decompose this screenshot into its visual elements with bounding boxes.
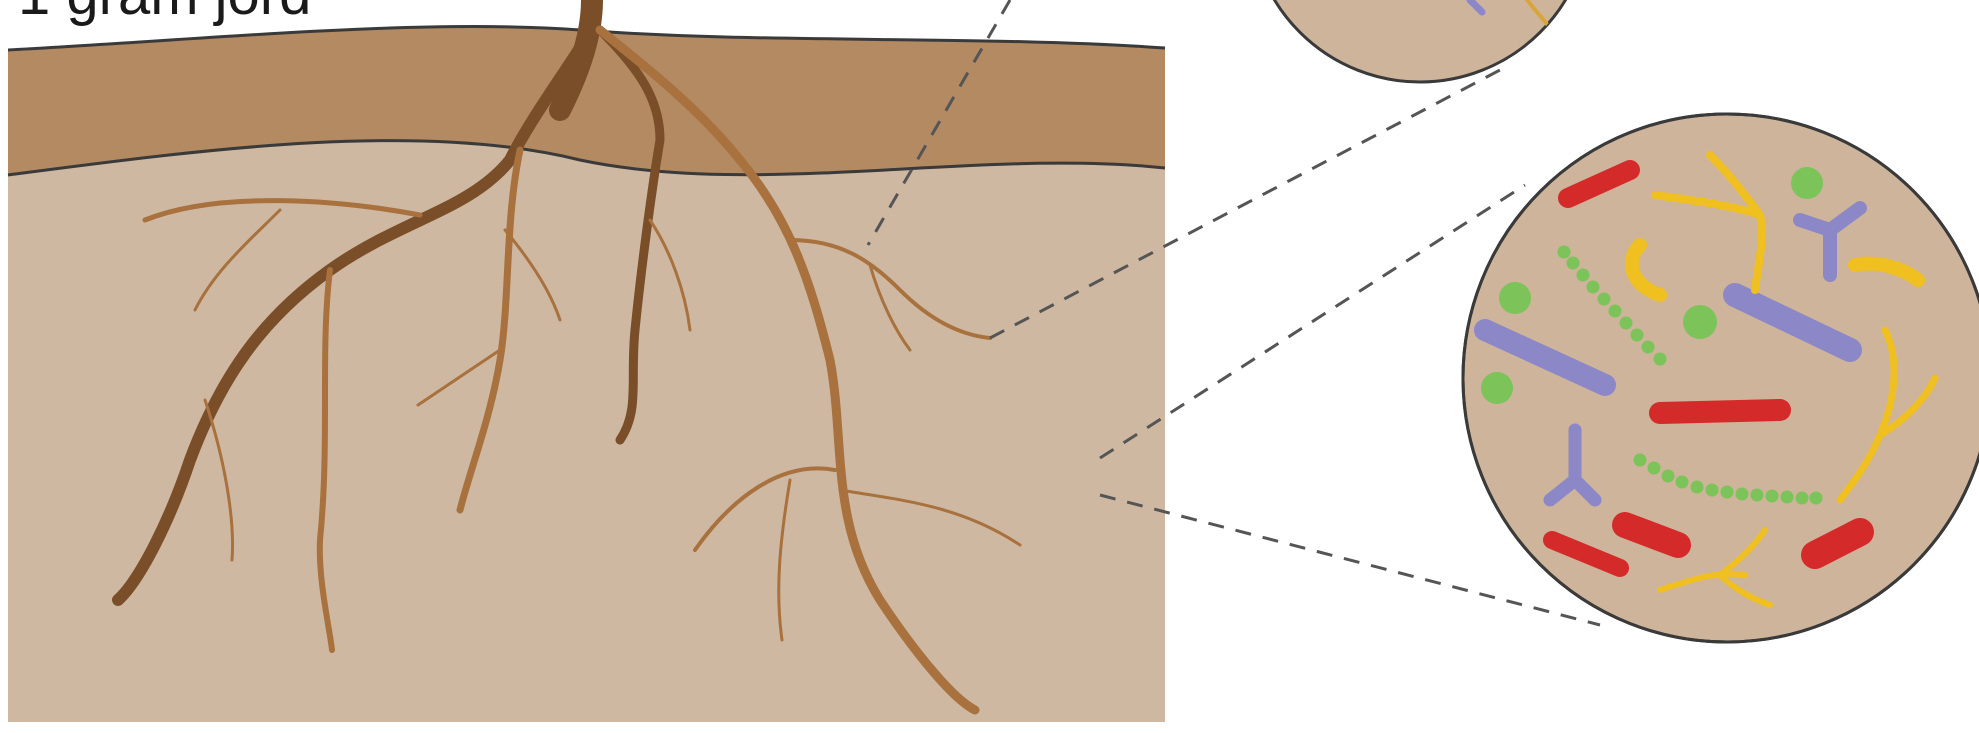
subsoil-layer (8, 141, 1165, 722)
green-coccus-3 (1683, 305, 1717, 339)
magnifier-small (1250, 0, 1590, 82)
soil-block (8, 27, 1165, 722)
magnifier-large (1463, 114, 1979, 642)
red-bacterium-2 (1660, 410, 1780, 413)
green-coccus-4 (1481, 372, 1513, 404)
green-coccus-1 (1791, 167, 1823, 199)
caption-label: 1 gram jord (18, 0, 311, 24)
green-coccus-2 (1499, 282, 1531, 314)
